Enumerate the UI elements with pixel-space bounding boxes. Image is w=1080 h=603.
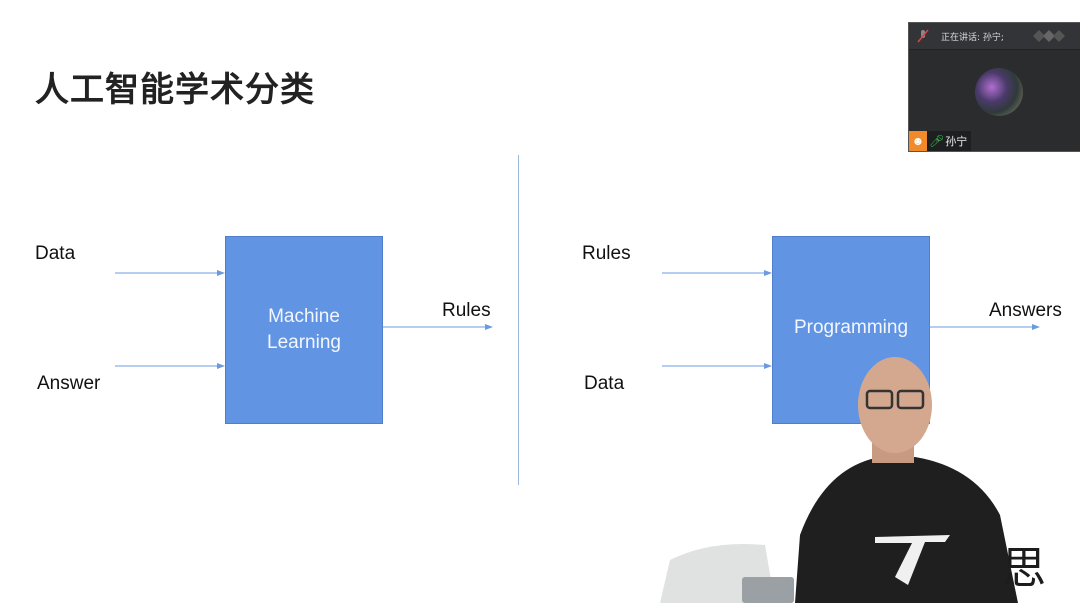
user-icon: ☻: [909, 131, 927, 151]
glasses-right: [896, 389, 925, 410]
box-label-line2: Learning: [267, 332, 341, 353]
slide-title: 人工智能学术分类: [35, 70, 315, 110]
machine-learning-box: Machine Learning: [225, 236, 383, 424]
output-label-answers: Answers: [989, 300, 1062, 321]
glasses-left: [865, 389, 894, 410]
divider-line: [518, 155, 519, 485]
speaking-indicator: 正在讲话: 孙宁;: [941, 33, 1004, 43]
box-label-programming: Programming: [793, 317, 909, 338]
presenter-video: 思: [660, 357, 1046, 603]
input-label-data-2: Data: [584, 373, 625, 394]
participant-name-tag: ☻ 🎤︎ 孙宁: [909, 131, 972, 151]
app-logo-icon: [1033, 30, 1065, 42]
video-panel-header: 正在讲话: 孙宁;: [909, 23, 1080, 50]
box-label-line1: Machine: [268, 306, 340, 327]
participant-name: 孙宁: [945, 135, 968, 148]
mic-off-icon[interactable]: [917, 29, 929, 43]
participant-avatar: [975, 68, 1023, 116]
torso-shirt: [795, 457, 1018, 603]
input-label-answer: Answer: [37, 373, 101, 394]
phone-holder: [742, 577, 794, 603]
output-label-rules: Rules: [442, 300, 491, 321]
input-label-rules: Rules: [582, 243, 631, 264]
head: [858, 357, 932, 453]
video-panel[interactable]: 正在讲话: 孙宁; ☻ 🎤︎ 孙宁: [908, 22, 1080, 152]
mic-icon: 🎤︎: [929, 134, 945, 148]
shirt-print: [875, 535, 950, 585]
input-label-data: Data: [35, 243, 76, 264]
watermark-glyph: 思: [1002, 543, 1046, 594]
